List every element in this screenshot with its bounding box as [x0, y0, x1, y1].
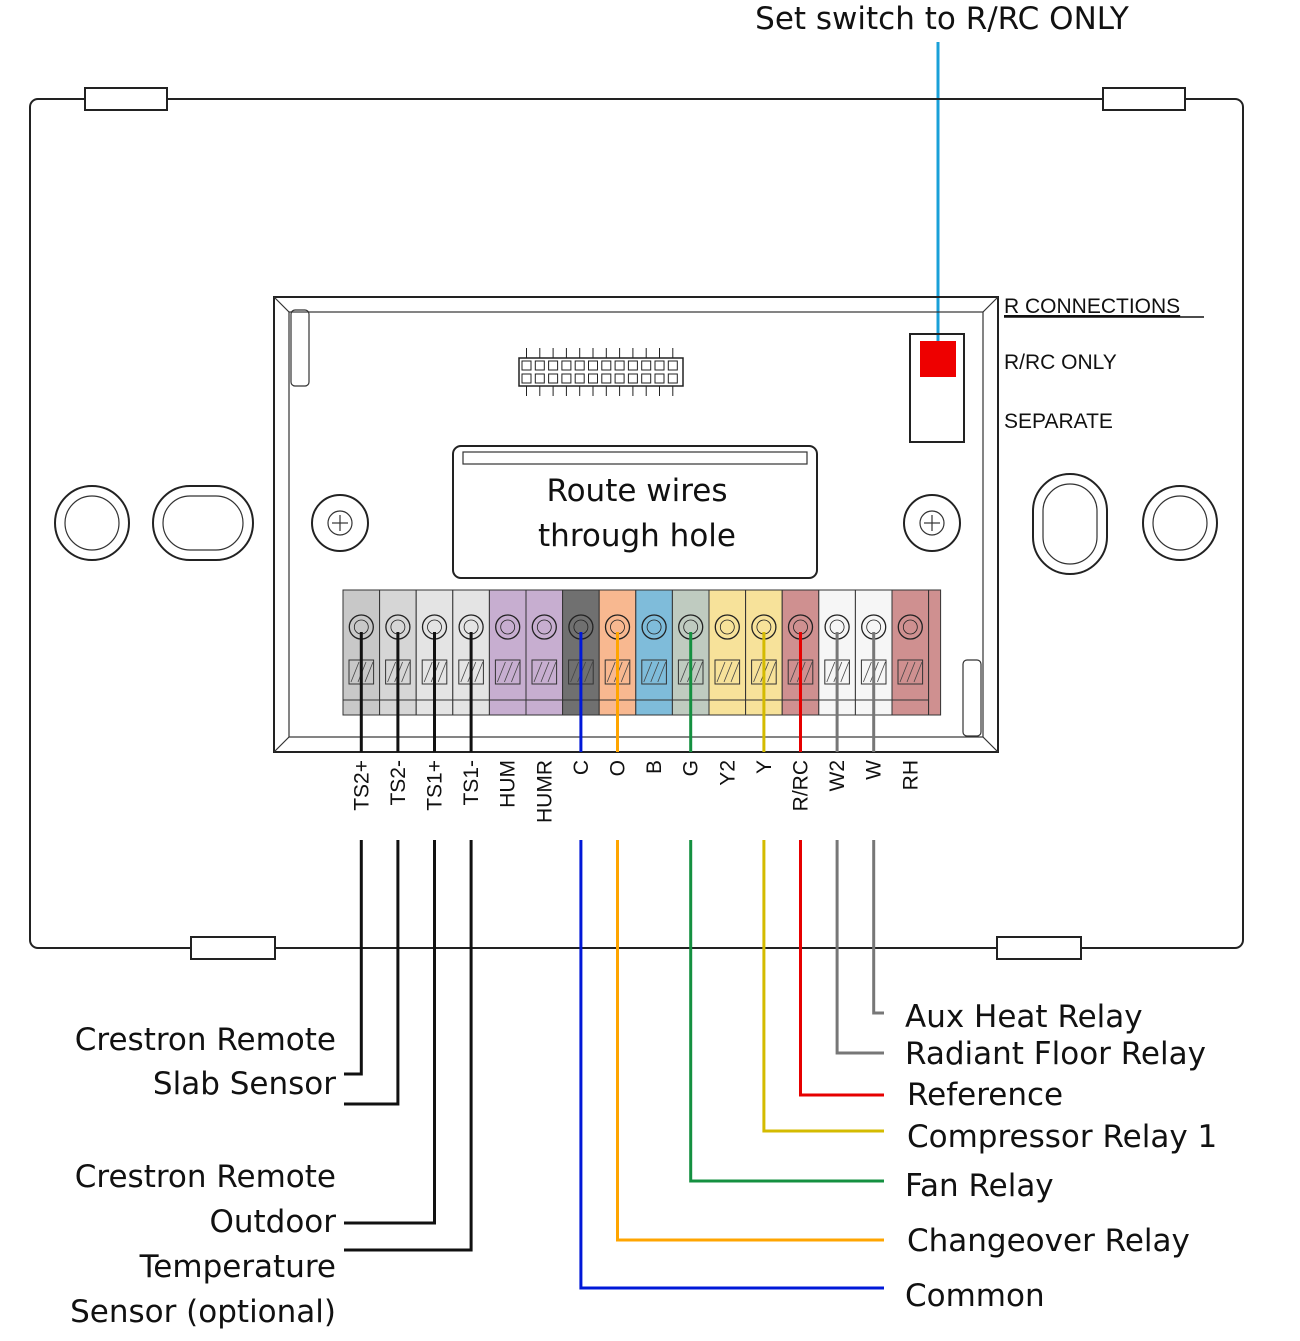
terminal-label: B	[643, 760, 666, 774]
terminal-label: Y2	[716, 760, 739, 786]
wire	[872, 840, 884, 1015]
wire	[344, 840, 436, 1225]
backplate-tab-bottom-right	[996, 936, 1082, 960]
label-compressor-relay: Compressor Relay 1	[907, 1119, 1217, 1155]
terminal-b[interactable]	[635, 589, 673, 716]
wire	[835, 840, 884, 1055]
terminal-rh[interactable]	[891, 589, 930, 716]
outdoor-label-line2: Outdoor	[209, 1204, 336, 1240]
wire	[616, 840, 884, 1242]
screw-left	[311, 494, 369, 552]
backplate-tab-top-right	[1102, 87, 1186, 111]
r-connection-switch[interactable]	[909, 333, 965, 443]
label-radiant-floor-relay: Radiant Floor Relay	[905, 1036, 1206, 1072]
wires	[344, 632, 884, 1290]
terminal-label: TS2+	[350, 760, 373, 811]
label-fan-relay: Fan Relay	[905, 1168, 1054, 1204]
outdoor-sensor-label: Crestron Remote Outdoor Temperature Sens…	[70, 1159, 336, 1330]
screw-right	[903, 494, 961, 552]
terminal-label: G	[680, 760, 703, 776]
terminal-y2[interactable]	[708, 589, 747, 716]
terminal-housing: Route wires through hole	[273, 296, 999, 753]
wire	[344, 840, 473, 1252]
terminal-label: Y	[753, 760, 776, 774]
backplate-tab-bottom-left	[190, 936, 276, 960]
mount-slot-right	[1032, 473, 1108, 575]
terminal-label: W	[863, 760, 886, 780]
terminal-label: TS1+	[424, 760, 447, 811]
switch-heading: R CONNECTIONS	[1004, 295, 1180, 318]
label-changeover-relay: Changeover Relay	[907, 1223, 1190, 1259]
wire	[762, 840, 884, 1133]
switch-option-r-rc-only: R/RC ONLY	[1004, 351, 1117, 374]
backplate-tab-top-left	[84, 87, 168, 111]
wire	[689, 840, 884, 1183]
switch-indicator	[920, 341, 956, 377]
slab-label-line1: Crestron Remote	[75, 1022, 336, 1058]
label-reference: Reference	[907, 1077, 1063, 1113]
terminal-label: TS1-	[460, 760, 483, 806]
terminal-label: TS2-	[387, 760, 410, 806]
terminal-label: R/RC	[790, 760, 813, 811]
slab-sensor-label: Crestron Remote Slab Sensor	[75, 1022, 336, 1102]
mount-hole-right-round	[1142, 485, 1218, 561]
wire	[344, 840, 363, 1076]
terminal-hum[interactable]	[488, 589, 527, 716]
wire-hole: Route wires through hole	[452, 445, 818, 579]
label-common: Common	[905, 1278, 1045, 1314]
outdoor-label-line4: Sensor (optional)	[70, 1294, 336, 1330]
outdoor-label-line1: Crestron Remote	[75, 1159, 336, 1195]
mount-hole-left-round	[54, 485, 130, 561]
switch-option-separate: SEPARATE	[1004, 410, 1113, 433]
slab-label-line2: Slab Sensor	[153, 1066, 336, 1102]
backplate	[29, 87, 1244, 960]
terminal-label: W2	[826, 760, 849, 792]
terminal-label: HUM	[497, 760, 520, 808]
outdoor-label-line3: Temperature	[139, 1249, 336, 1285]
terminal-label: C	[570, 760, 593, 775]
terminal-label: O	[607, 760, 630, 776]
terminal-label: HUMR	[533, 760, 556, 823]
terminal-humr[interactable]	[525, 589, 564, 716]
pin-header-connector	[518, 348, 684, 396]
wire	[799, 840, 884, 1097]
mount-slot-left	[152, 485, 254, 561]
wire	[579, 840, 884, 1290]
terminal-block	[342, 589, 942, 716]
label-aux-heat-relay: Aux Heat Relay	[905, 999, 1143, 1035]
hole-label-line2: through hole	[538, 518, 736, 554]
hole-label-line1: Route wires	[546, 473, 727, 509]
wire	[344, 840, 400, 1106]
terminal-label: RH	[899, 760, 922, 790]
callout-text: Set switch to R/RC ONLY	[755, 1, 1129, 37]
